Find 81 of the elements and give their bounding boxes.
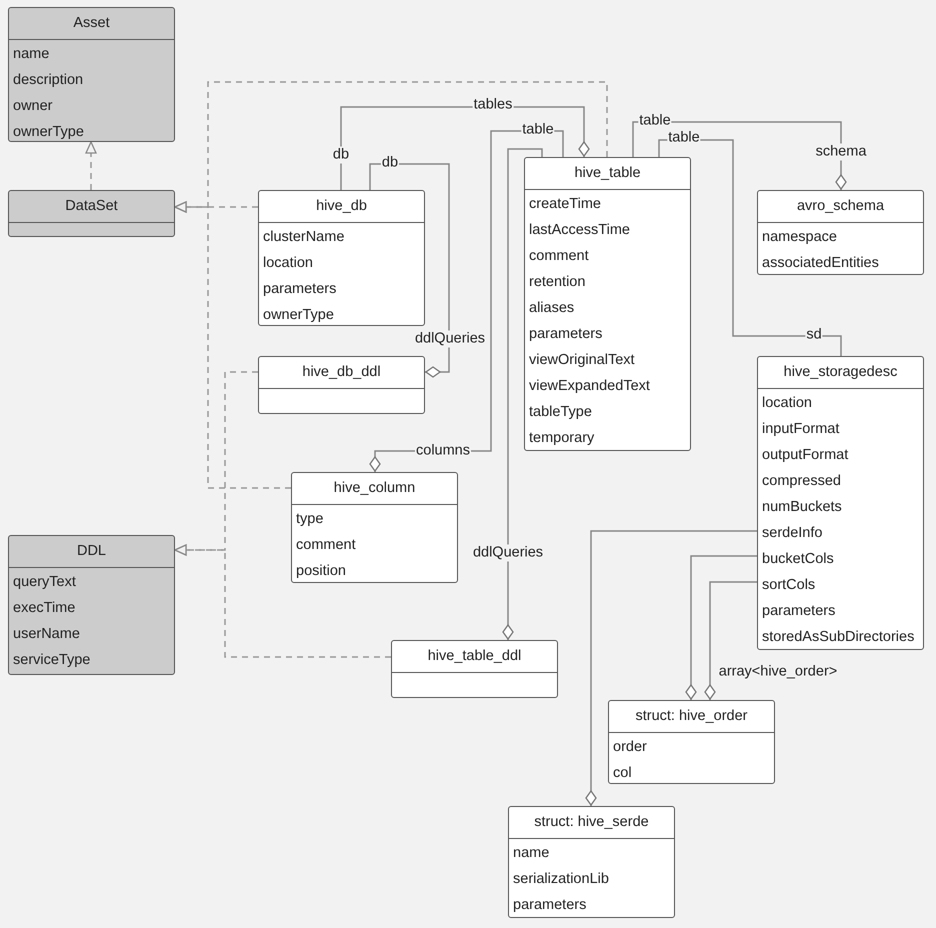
class-box <box>508 806 675 918</box>
attribute-name: position <box>296 562 346 582</box>
class-box <box>757 356 924 650</box>
class-name: hive_column <box>334 478 416 498</box>
attribute-name: description <box>13 71 84 90</box>
connector-line <box>585 530 757 806</box>
attribute-name: ownerType <box>13 123 84 142</box>
attribute-name: parameters <box>529 325 602 344</box>
class-name: hive_db <box>316 196 367 216</box>
class-name: Asset <box>73 14 110 33</box>
attribute-name: lastAccessTime <box>529 221 630 240</box>
class-box <box>8 535 175 675</box>
attribute-name: comment <box>529 247 589 266</box>
edge-label: ddlQueries <box>414 330 486 348</box>
attribute-name: tableType <box>529 403 592 422</box>
dashed-arrow <box>174 201 291 489</box>
attribute-name: temporary <box>529 429 594 448</box>
edge-label: ddlQueries <box>472 544 544 562</box>
class-box <box>757 190 924 275</box>
attribute-name: clusterName <box>263 228 344 248</box>
attribute-name: type <box>296 510 324 530</box>
class-name: hive_table_ddl <box>428 646 522 666</box>
class-box <box>291 472 458 583</box>
class-box <box>391 640 558 698</box>
class-box <box>258 356 425 414</box>
class-box <box>608 700 775 784</box>
attribute-name: serdeInfo <box>762 524 822 544</box>
class-box <box>258 190 425 326</box>
attribute-name: order <box>613 738 647 758</box>
attribute-name: sortCols <box>762 576 816 596</box>
dashed-arrow <box>174 544 391 658</box>
attribute-name: retention <box>529 273 586 292</box>
attribute-name: storedAsSubDirectories <box>762 628 914 648</box>
class-name: hive_db_ddl <box>302 362 381 382</box>
attribute-name: serviceType <box>13 651 90 670</box>
attribute-name: parameters <box>762 602 836 622</box>
class-name: hive_storagedesc <box>784 362 898 382</box>
class-name: struct: hive_order <box>635 706 748 726</box>
attribute-name: associatedEntities <box>762 254 879 274</box>
attribute-name: createTime <box>529 195 601 214</box>
attribute-name: name <box>513 844 550 864</box>
attribute-name: userName <box>13 625 80 644</box>
connector-line <box>704 581 757 700</box>
edge-label: array<hive_order> <box>718 664 838 680</box>
attribute-name: owner <box>13 97 52 116</box>
class-box <box>524 157 691 451</box>
dashed-arrow <box>85 141 97 190</box>
attribute-name: comment <box>296 536 356 556</box>
attribute-name: viewExpandedText <box>529 377 650 396</box>
class-box <box>8 190 175 237</box>
attribute-name: location <box>263 254 313 274</box>
class-name: DDL <box>76 542 106 561</box>
role-label: db <box>332 146 350 164</box>
attribute-name: compressed <box>762 472 841 492</box>
attribute-name: bucketCols <box>762 550 834 570</box>
attribute-name: outputFormat <box>762 446 848 466</box>
connector-line <box>369 163 450 378</box>
class-box <box>8 7 175 142</box>
class-name: struct: hive_serde <box>534 812 649 832</box>
attribute-name: queryText <box>13 573 76 592</box>
connector-line <box>502 148 543 640</box>
attribute-name: parameters <box>513 896 586 916</box>
attribute-name: execTime <box>13 599 76 618</box>
attribute-name: location <box>762 394 812 414</box>
edge-label: schema <box>814 144 868 160</box>
connector-line <box>685 555 757 700</box>
class-name: DataSet <box>65 196 118 216</box>
attribute-name: serializationLib <box>513 870 609 890</box>
class-name: hive_table <box>574 164 641 183</box>
attribute-name: viewOriginalText <box>529 351 635 370</box>
attribute-name: aliases <box>529 299 574 318</box>
attribute-name: numBuckets <box>762 498 842 518</box>
attribute-name: ownerType <box>263 306 334 326</box>
connector-line <box>658 139 842 356</box>
attribute-name: col <box>613 764 632 784</box>
attribute-name: namespace <box>762 228 837 248</box>
attribute-name: parameters <box>263 280 336 300</box>
connector-line <box>340 106 590 190</box>
attribute-name: inputFormat <box>762 420 840 440</box>
attribute-name: name <box>13 45 50 64</box>
class-name: avro_schema <box>796 196 884 216</box>
